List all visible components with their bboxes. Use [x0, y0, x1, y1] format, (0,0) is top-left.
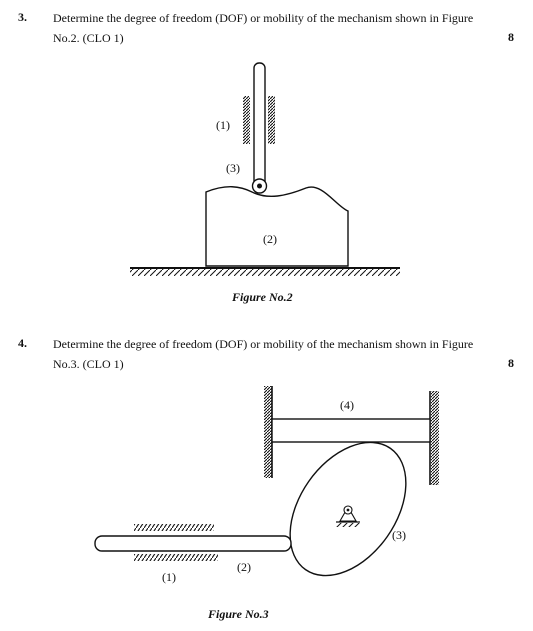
- fig3-right-wall-hatch: [431, 391, 439, 485]
- figure-2-caption: Figure No.2: [232, 290, 293, 304]
- fig2-label-1: (1): [216, 118, 230, 132]
- fig3-left-wall-hatch: [264, 386, 272, 478]
- fig2-guide-hatch-left: [243, 96, 250, 144]
- figure-2-diagram: (1) (3) (2): [130, 62, 400, 276]
- figure-3-caption: Figure No.3: [208, 607, 269, 621]
- question-4-text: Determine the degree of freedom (DOF) or…: [53, 334, 519, 374]
- fig2-roller-pin: [257, 183, 262, 189]
- fig3-guide-bottom-hatch: [134, 554, 218, 561]
- fig3-slider-rod: [94, 535, 292, 552]
- question-3-line-2: No.2. (CLO 1): [53, 31, 124, 45]
- fig2-label-2: (2): [263, 232, 277, 246]
- question-3-number: 3.: [18, 10, 27, 24]
- fig2-ground-hatch: [130, 269, 400, 276]
- figure-3-diagram: (4) (3) (2) (1): [94, 386, 439, 584]
- question-4-marks: 8: [508, 356, 514, 370]
- fig3-label-1: (1): [162, 570, 176, 584]
- question-3-line-1: Determine the degree of freedom (DOF) or…: [53, 11, 474, 25]
- question-4-line-2: No.3. (CLO 1): [53, 357, 124, 371]
- fig2-guide-hatch-right: [268, 96, 275, 144]
- fig2-follower-rod: [253, 62, 266, 188]
- fig3-link-4: [271, 418, 431, 443]
- question-3-text: Determine the degree of freedom (DOF) or…: [53, 8, 519, 48]
- fig3-label-2: (2): [237, 560, 251, 574]
- fig3-label-4: (4): [340, 398, 354, 412]
- fig3-label-3: (3): [392, 528, 406, 542]
- question-4-line-1: Determine the degree of freedom (DOF) or…: [53, 337, 474, 351]
- question-3-marks: 8: [508, 30, 514, 44]
- fig3-guide-top-hatch: [134, 524, 214, 531]
- fig2-label-3: (3): [226, 161, 240, 175]
- fig3-pivot: [336, 505, 360, 527]
- question-4-number: 4.: [18, 336, 27, 350]
- fig2-cam-block: [205, 186, 349, 267]
